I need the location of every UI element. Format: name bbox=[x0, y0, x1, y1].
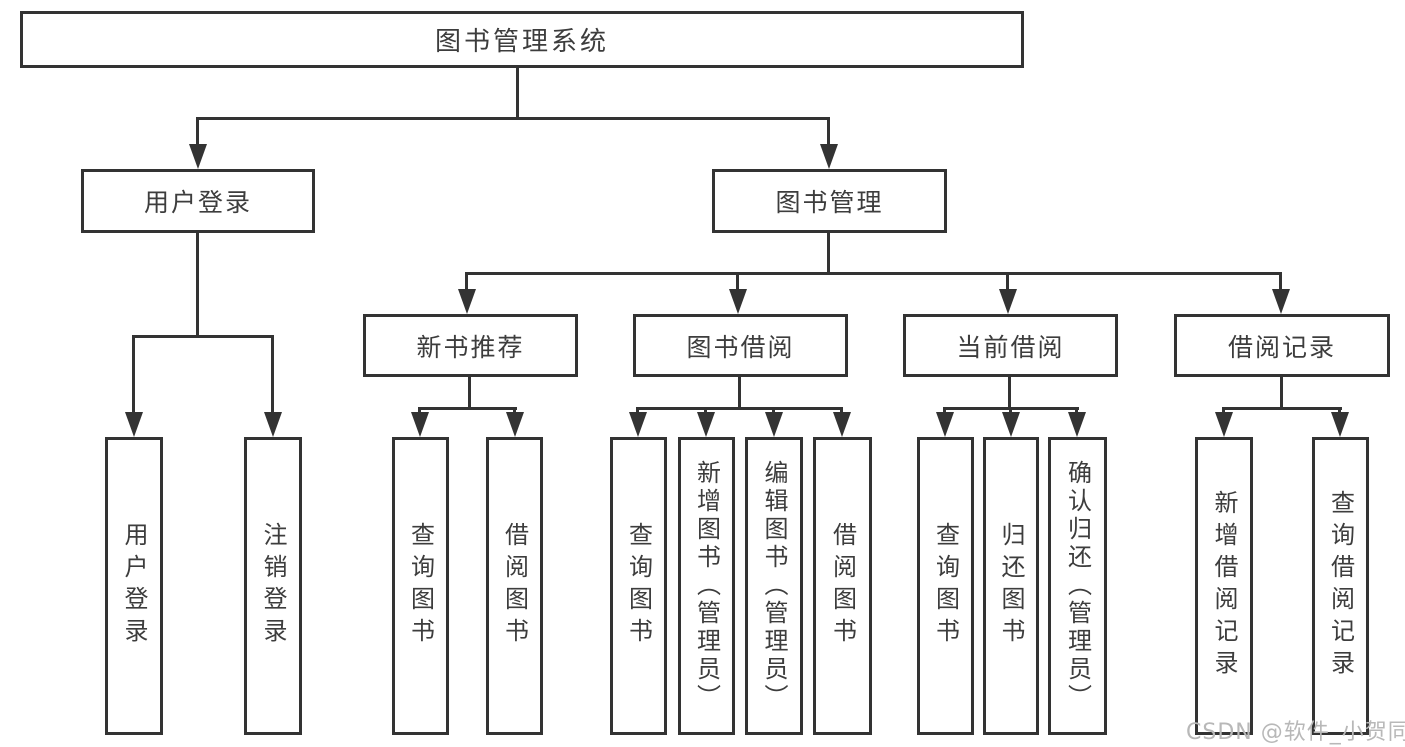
arrow-down-icon bbox=[264, 412, 282, 437]
connector-line bbox=[465, 272, 468, 292]
node-label: 查询图书 bbox=[931, 522, 960, 650]
node-label: 归还图书 bbox=[997, 522, 1025, 650]
connector-line bbox=[196, 233, 199, 337]
arrow-down-icon bbox=[697, 412, 715, 437]
leaf-query-books-recommend: 查询图书 bbox=[392, 437, 449, 735]
arrow-down-icon bbox=[833, 412, 851, 437]
leaf-return-book: 归还图书 bbox=[983, 437, 1039, 735]
leaf-borrow-books-borrowing: 借阅图书 bbox=[813, 437, 872, 735]
node-label: 新书推荐 bbox=[416, 332, 525, 362]
arrow-down-icon bbox=[1331, 412, 1349, 437]
connector-line bbox=[132, 335, 274, 338]
node-borrowing-records: 借阅记录 bbox=[1174, 314, 1390, 377]
connector-line bbox=[516, 68, 519, 120]
node-label: 查询借阅记录 bbox=[1326, 490, 1355, 682]
leaf-edit-book-admin: 编辑图书（管理员） bbox=[745, 437, 803, 735]
node-label: 编辑图书（管理员） bbox=[760, 460, 788, 712]
leaf-add-borrow-record: 新增借阅记录 bbox=[1195, 437, 1253, 735]
arrow-down-icon bbox=[999, 289, 1017, 314]
node-user-login: 用户登录 bbox=[81, 169, 315, 233]
arrow-down-icon bbox=[506, 412, 524, 437]
arrow-down-icon bbox=[1068, 412, 1086, 437]
node-book-borrowing: 图书借阅 bbox=[633, 314, 848, 377]
connector-line bbox=[738, 377, 741, 409]
node-label: 借阅图书 bbox=[500, 522, 529, 650]
connector-line bbox=[465, 272, 1282, 275]
arrow-down-icon bbox=[765, 412, 783, 437]
node-label: 借阅图书 bbox=[828, 522, 857, 650]
arrow-down-icon bbox=[411, 412, 429, 437]
node-label: 图书管理 bbox=[775, 188, 884, 217]
connector-line bbox=[827, 233, 830, 274]
connector-line bbox=[196, 117, 830, 120]
connector-line bbox=[196, 117, 199, 149]
leaf-add-book-admin: 新增图书（管理员） bbox=[678, 437, 735, 735]
node-label: 图书管理系统 bbox=[434, 27, 609, 57]
connector-line bbox=[736, 272, 739, 292]
arrow-down-icon bbox=[458, 289, 476, 314]
arrow-down-icon bbox=[189, 144, 207, 169]
leaf-query-borrow-record: 查询借阅记录 bbox=[1312, 437, 1369, 735]
connector-line bbox=[636, 407, 843, 410]
arrow-down-icon bbox=[125, 412, 143, 437]
leaf-user-login: 用户登录 bbox=[105, 437, 163, 735]
watermark: CSDN @软件_小贺同学 bbox=[1186, 720, 1405, 745]
connector-line bbox=[1008, 377, 1011, 409]
connector-line bbox=[1280, 377, 1283, 409]
node-label: 新增借阅记录 bbox=[1210, 490, 1238, 682]
arrow-down-icon bbox=[1215, 412, 1233, 437]
node-label: 用户登录 bbox=[143, 188, 252, 217]
node-label: 当前借阅 bbox=[956, 332, 1065, 362]
node-label: 查询图书 bbox=[406, 522, 435, 650]
node-label: 注销登录 bbox=[259, 522, 287, 650]
leaf-confirm-return-admin: 确认归还（管理员） bbox=[1048, 437, 1107, 735]
node-label: 借阅记录 bbox=[1227, 332, 1336, 362]
connector-line bbox=[271, 335, 274, 415]
leaf-query-books-borrowing: 查询图书 bbox=[610, 437, 667, 735]
node-label: 新增图书（管理员） bbox=[692, 460, 721, 712]
connector-line bbox=[132, 335, 135, 415]
node-label: 图书借阅 bbox=[686, 332, 795, 362]
connector-line bbox=[827, 117, 830, 149]
connector-line bbox=[418, 407, 517, 410]
leaf-borrow-books-recommend: 借阅图书 bbox=[486, 437, 543, 735]
node-current-borrowing: 当前借阅 bbox=[903, 314, 1118, 377]
arrow-down-icon bbox=[629, 412, 647, 437]
connector-line bbox=[1006, 272, 1009, 292]
arrow-down-icon bbox=[1272, 289, 1290, 314]
connector-line bbox=[1279, 272, 1282, 292]
arrow-down-icon bbox=[1002, 412, 1020, 437]
leaf-query-books-current: 查询图书 bbox=[917, 437, 974, 735]
node-label: 用户登录 bbox=[120, 522, 148, 650]
node-label: 确认归还（管理员） bbox=[1063, 460, 1092, 712]
node-label: 查询图书 bbox=[624, 522, 653, 650]
arrow-down-icon bbox=[820, 144, 838, 169]
node-new-book-recommendation: 新书推荐 bbox=[363, 314, 578, 377]
arrow-down-icon bbox=[936, 412, 954, 437]
connector-line bbox=[468, 377, 471, 409]
leaf-logout: 注销登录 bbox=[244, 437, 302, 735]
node-library-management-system: 图书管理系统 bbox=[20, 11, 1024, 68]
node-book-management: 图书管理 bbox=[712, 169, 947, 233]
connector-line bbox=[1222, 407, 1342, 410]
arrow-down-icon bbox=[729, 289, 747, 314]
